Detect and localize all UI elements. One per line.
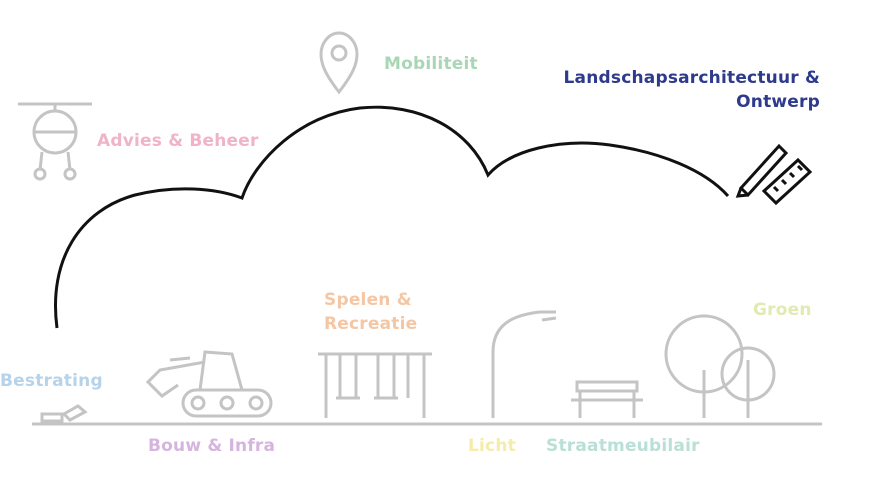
label-mobiliteit: Mobiliteit [384,54,478,74]
helicopter-icon [18,102,92,181]
label-landschap-line1: Landschapsarchitectuur & [563,68,820,88]
label-groen: Groen [753,300,812,320]
brick-icon [40,404,88,423]
excavator-icon [145,350,273,418]
label-spelen-line2: Recreatie [324,314,418,334]
bench-icon [571,380,643,418]
label-licht: Licht [468,436,516,456]
label-bestrating: Bestrating [0,371,103,391]
location-pin-icon [319,31,359,95]
pencil-ruler-icon [735,143,813,206]
label-landschapsarchitectuur: Landschapsarchitectuur & Ontwerp [560,67,820,113]
label-spelen-line1: Spelen & [324,290,412,310]
label-advies-beheer: Advies & Beheer [97,131,259,151]
label-spelen-recreatie: Spelen & Recreatie [324,289,417,335]
cloud-outline [54,105,730,329]
street-lamp-icon [491,310,557,418]
swing-icon [318,352,432,418]
label-landschap-line2: Ontwerp [736,92,820,112]
trees-icon [664,314,776,418]
label-bouw-infra: Bouw & Infra [148,436,276,456]
label-straatmeubilair: Straatmeubilair [546,436,700,456]
